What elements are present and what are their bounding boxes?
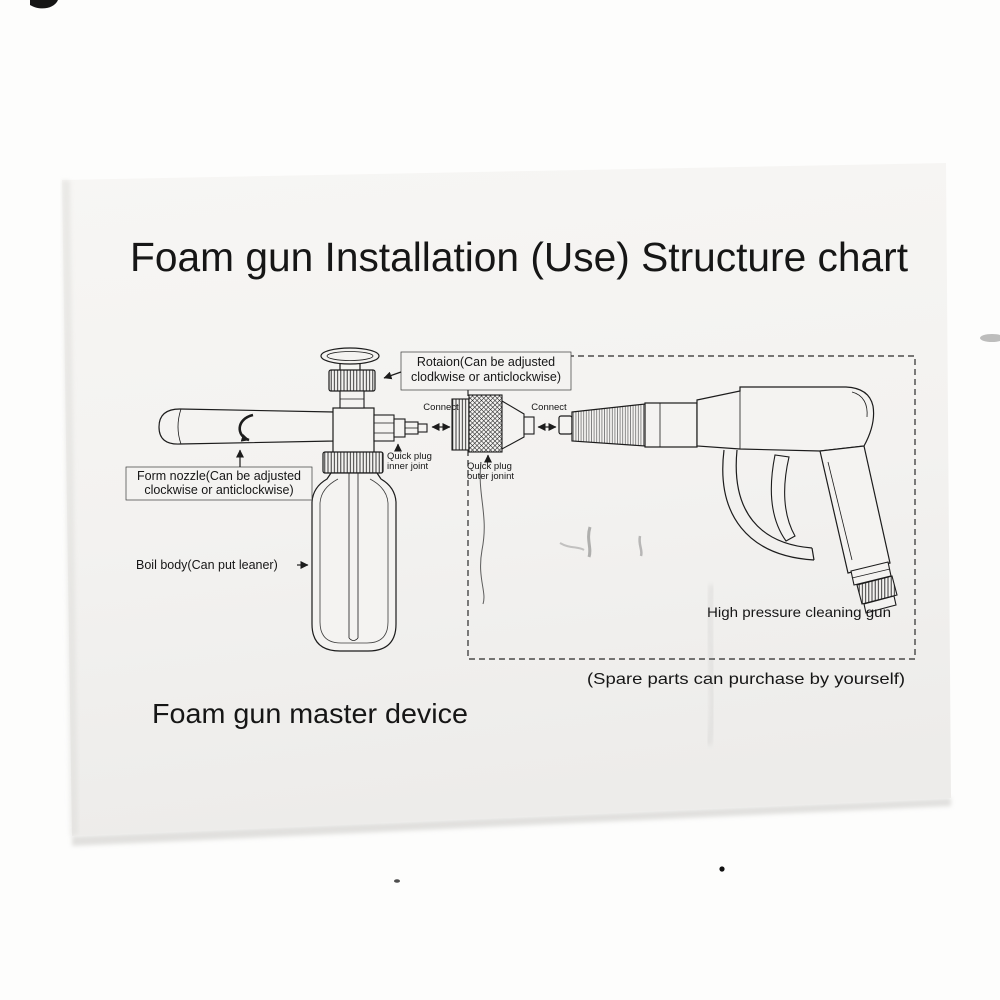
edge-mark: [980, 334, 1000, 342]
valve-body: [332, 407, 375, 455]
faint-streak: [704, 584, 717, 747]
inner-joint-collar: [393, 418, 406, 438]
gun-outlet-knurl: [856, 575, 898, 605]
rotation-label-line1: Rotaion(Can be adjusted: [417, 355, 555, 369]
high-pressure-gun-drawing: [558, 386, 898, 614]
gun-trigger: [770, 454, 796, 542]
speck: [394, 879, 400, 883]
gun-grip: [819, 445, 891, 574]
paper-shadow: [72, 798, 951, 846]
outer-joint-knurl-body: [468, 394, 503, 453]
quick-plug-outer-label-line2: outer jonint: [467, 471, 514, 482]
connect-right-label: Connect: [531, 402, 567, 413]
quick-plug-outer-joint-drawing: [451, 394, 535, 453]
rotation-direction-arrow: [238, 413, 254, 442]
master-device-caption: Foam gun master device: [152, 698, 468, 729]
quick-plug-outer-label-line1: Quick plug: [467, 461, 512, 472]
outer-joint-nipple: [523, 416, 535, 435]
gun-inlet-tip: [558, 415, 573, 435]
form-nozzle-label-box: [125, 466, 313, 501]
quick-plug-inner-label-line1: Quick plug: [387, 451, 432, 462]
trigger-guard-outer: [722, 449, 815, 561]
inner-joint-tip: [417, 423, 428, 433]
gun-outlet-tip: [863, 595, 897, 614]
paper-left-crease: [62, 180, 78, 836]
spare-parts-note: (Spare parts can purchase by yourself): [587, 671, 905, 688]
bottle-dip-tube: [348, 473, 359, 641]
smudge-mark: [638, 535, 643, 557]
gun-barrel-section: [644, 402, 698, 448]
outer-joint-taper: [501, 400, 525, 450]
foam-bottle: [311, 472, 397, 652]
scratch-mark: [479, 461, 485, 605]
speck: [719, 866, 725, 872]
bottle-inner-wall: [319, 478, 389, 644]
spare-parts-dashed-box: [467, 355, 916, 660]
rotation-knob: [328, 369, 376, 392]
quick-plug-inner-label-line2: inner joint: [387, 461, 429, 472]
rotation-label-box: [400, 351, 572, 391]
inner-joint-hex: [373, 414, 395, 442]
boil-body-label: Boil body(Can put leaner): [136, 558, 278, 572]
labels: Rotaion(Can be adjusted clodkwise or ant…: [125, 351, 905, 729]
top-disc: [320, 347, 380, 365]
form-nozzle-label-line2: clockwise or anticlockwise): [144, 483, 293, 497]
bottle-cap-ring: [322, 451, 384, 474]
rotation-label-arrow: [383, 371, 402, 380]
foam-nozzle: [158, 408, 335, 445]
high-pressure-gun-label: High pressure cleaning gun: [707, 604, 891, 620]
trigger-guard-inner: [735, 449, 813, 549]
smudge-mark: [587, 526, 592, 558]
photo-artifacts: [30, 0, 1000, 883]
corner-mark: [30, 0, 58, 9]
rotation-label-line2: clodkwise or anticlockwise): [411, 370, 561, 384]
knob-collar: [339, 390, 365, 409]
foam-gun-master-drawing: [158, 347, 428, 652]
paper-sheet: [62, 163, 951, 836]
page-title: Foam gun Installation (Use) Structure ch…: [130, 234, 909, 280]
connect-left-label: Connect: [423, 402, 459, 413]
form-nozzle-label-line1: Form nozzle(Can be adjusted: [137, 469, 301, 483]
gun-body: [696, 386, 875, 452]
smudge-mark: [559, 542, 585, 551]
gun-coupler-knurl: [571, 403, 646, 447]
